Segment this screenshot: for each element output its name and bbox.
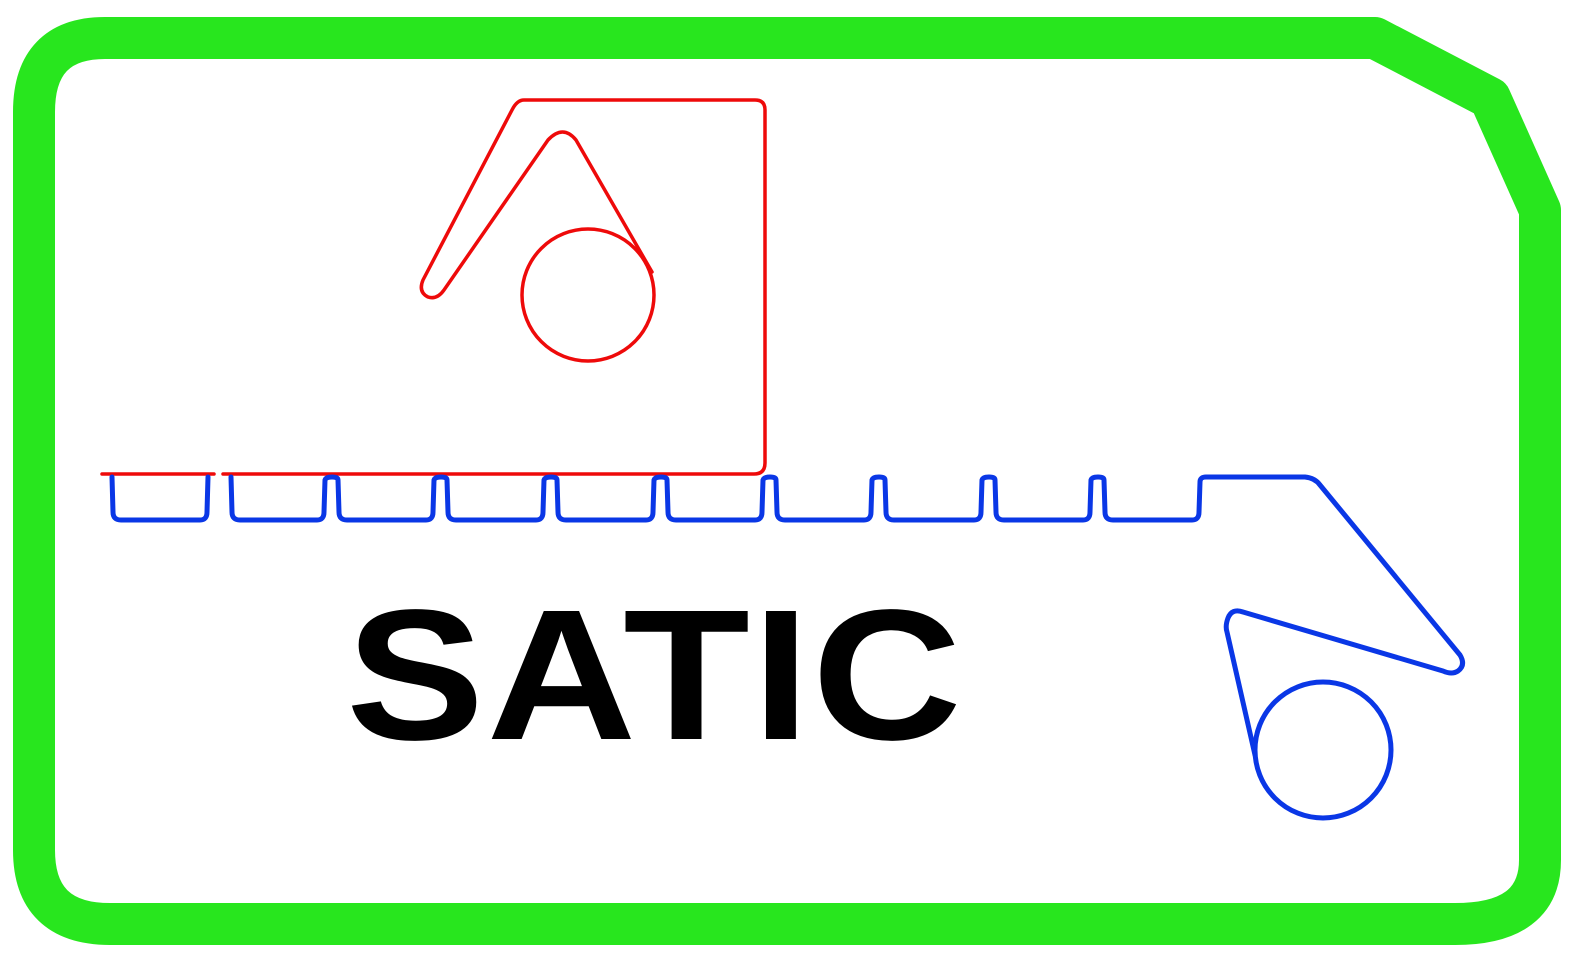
brand-name: SATIC (346, 572, 964, 779)
upper-machine-icon (100, 98, 767, 476)
frame-border (13, 17, 1561, 945)
conveyor-icon (109, 474, 1466, 821)
